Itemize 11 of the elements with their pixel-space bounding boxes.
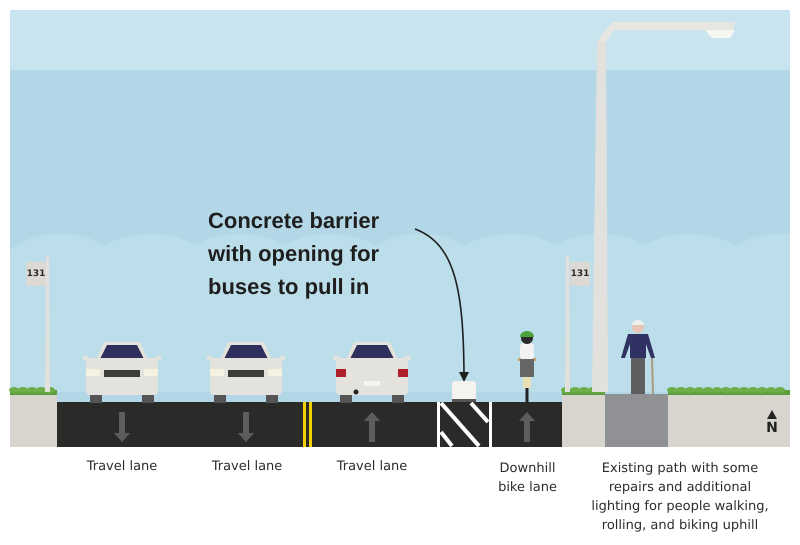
- stop-number-sign: 131: [570, 262, 590, 286]
- stop-number-sign: 131: [26, 262, 46, 286]
- lane-label: Travel lane: [86, 459, 158, 474]
- lane-label: Travel lane: [336, 459, 408, 474]
- lane-label: Downhill bike lane: [497, 460, 558, 497]
- leader-arrow: [414, 228, 469, 382]
- lane-label: Travel lane: [210, 459, 284, 474]
- north-label: N: [765, 420, 779, 436]
- callout-text: Concrete barrier with opening for buses to pull in: [208, 204, 413, 303]
- path-description: Existing path with some repairs and additional lighting for people walking, rolling, and biking uphill: [590, 460, 770, 535]
- concrete-barrier: [452, 381, 476, 402]
